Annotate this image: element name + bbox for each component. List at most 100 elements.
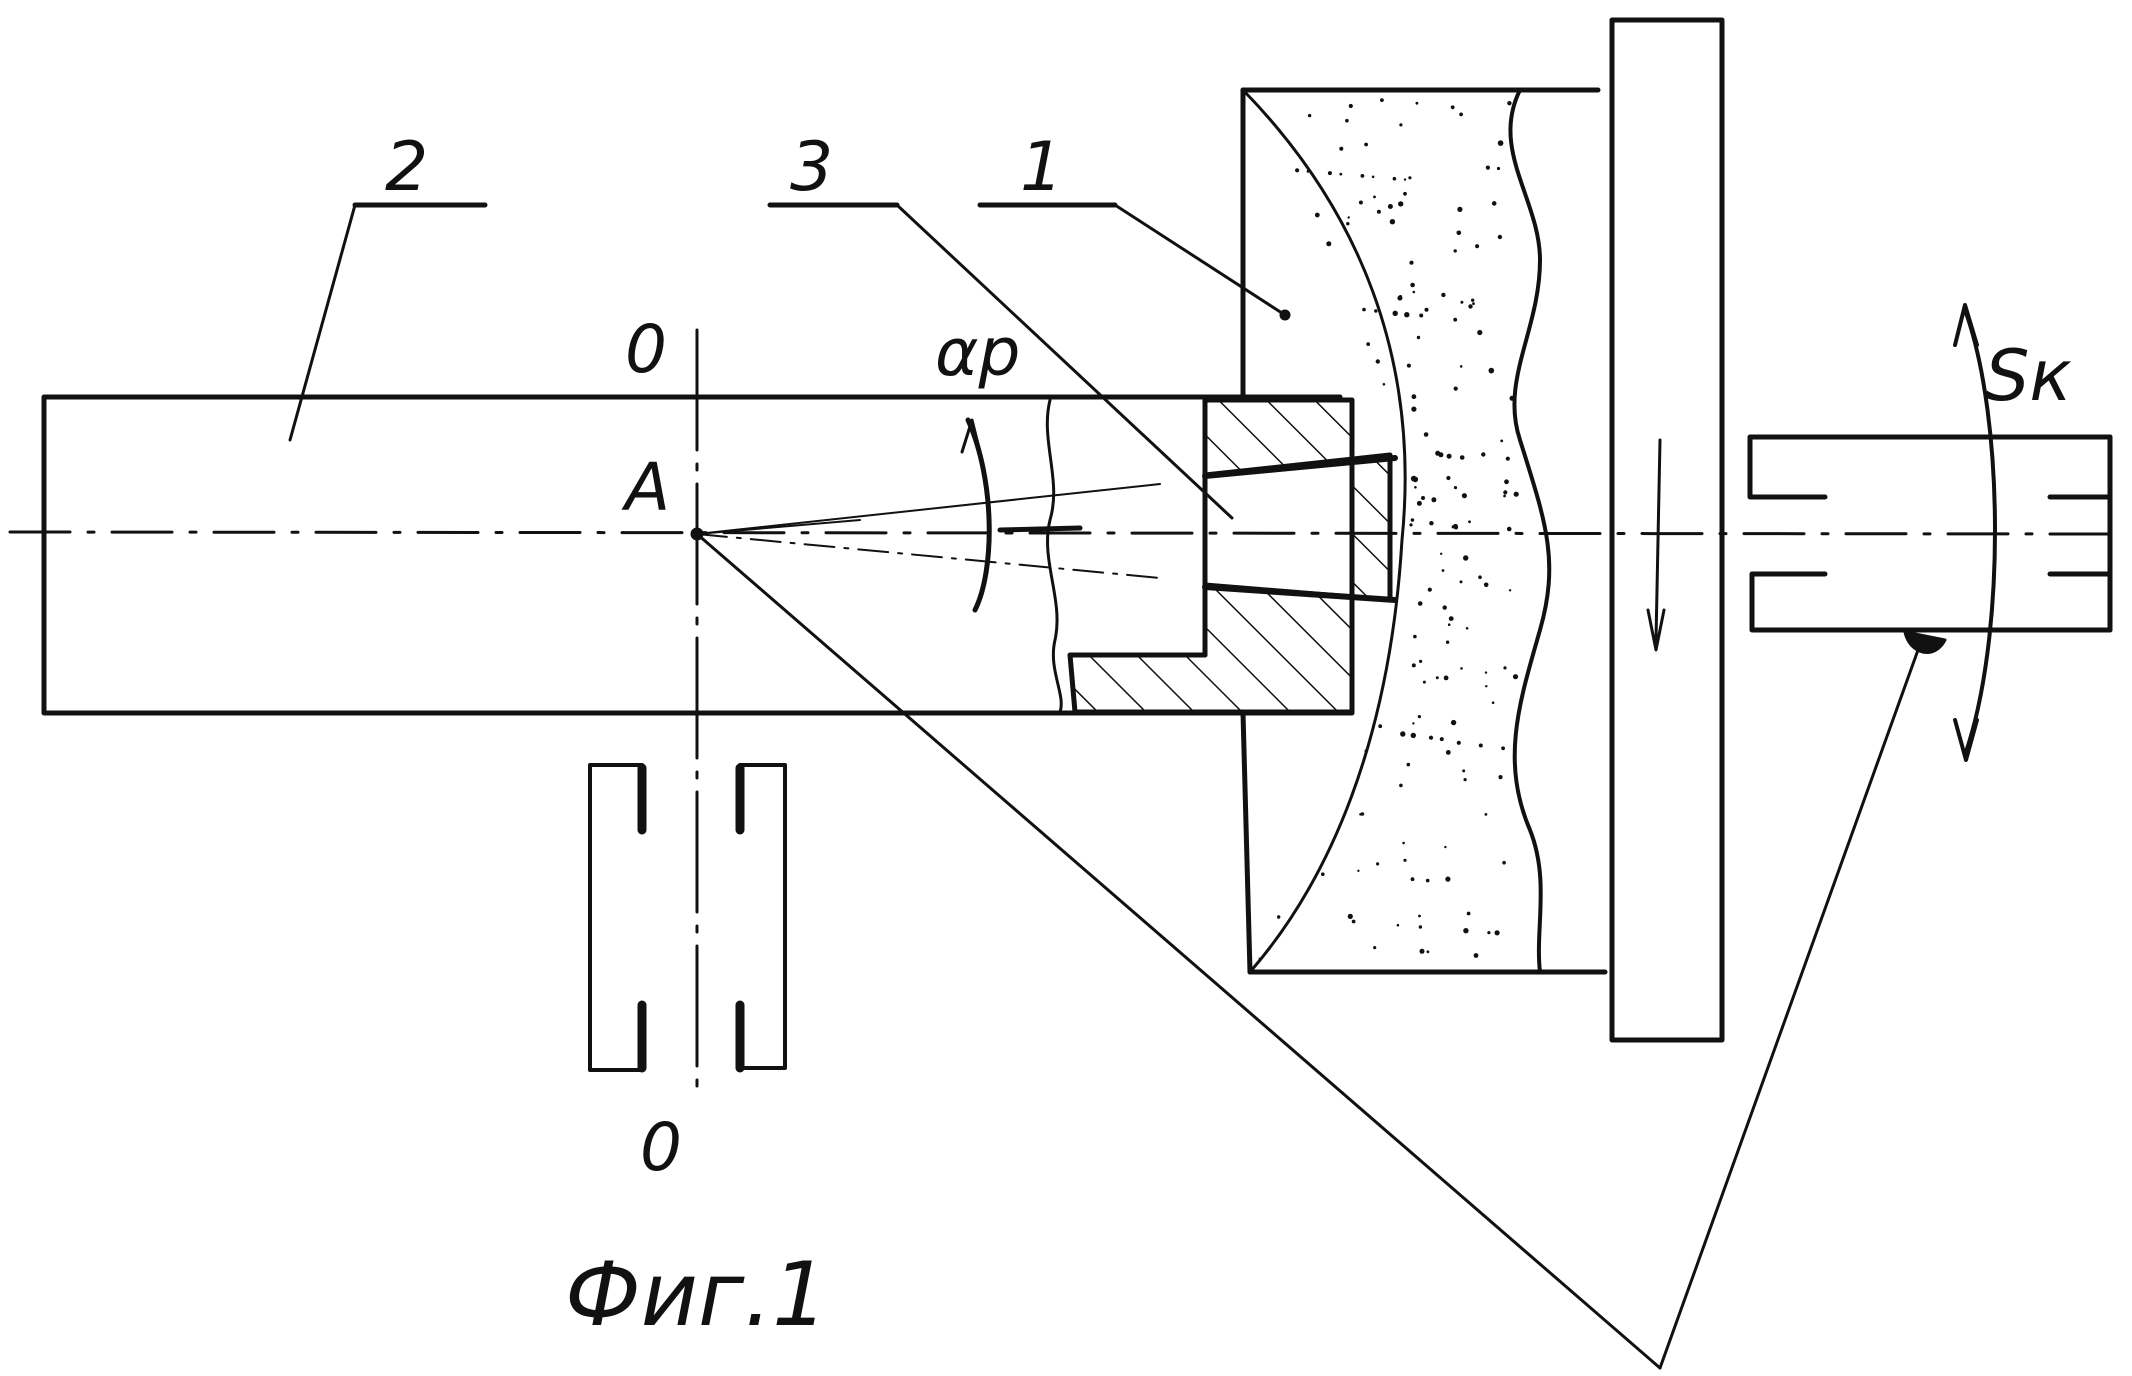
- grain-dot: [1503, 666, 1506, 669]
- grain-dot: [1428, 588, 1432, 592]
- grain-dot: [1464, 778, 1467, 781]
- grain-dot: [1420, 949, 1425, 954]
- grain-dot: [1277, 915, 1280, 918]
- grain-dot: [1417, 336, 1420, 339]
- grain-dot: [1457, 741, 1461, 745]
- grain-dot: [1423, 681, 1426, 684]
- grain-dot: [1390, 219, 1395, 224]
- grain-dot: [1418, 915, 1421, 918]
- grain-dot: [1404, 312, 1409, 317]
- construction-line-2: [1660, 650, 1918, 1368]
- grain-dot: [1485, 813, 1488, 816]
- grain-dot: [1404, 178, 1406, 180]
- grain-dot: [1376, 862, 1379, 865]
- grain-dot: [1440, 737, 1444, 741]
- leader-2: [290, 205, 355, 440]
- grain-dot: [1446, 476, 1450, 480]
- grain-dot: [1418, 601, 1423, 606]
- grain-dot: [1411, 733, 1416, 738]
- grain-dot: [1485, 685, 1487, 687]
- grain-dot: [1364, 143, 1368, 147]
- grain-dot: [1485, 671, 1487, 673]
- grain-dot: [1448, 623, 1451, 626]
- grain-dot: [1346, 222, 1349, 225]
- grain-dot: [1357, 870, 1359, 872]
- grain-dot: [1513, 674, 1518, 679]
- grain-dot: [1460, 301, 1463, 304]
- grain-dot: [1495, 930, 1500, 935]
- grain-dot: [1409, 523, 1412, 526]
- grain-dot: [1429, 521, 1433, 525]
- grain-dot: [1427, 950, 1430, 953]
- grain-dot: [1377, 210, 1381, 214]
- grain-dot: [1373, 196, 1376, 199]
- center-axis: [10, 532, 2110, 534]
- grain-dot: [1399, 123, 1402, 126]
- leader-1-dot: [1280, 310, 1290, 320]
- grain-dot: [1503, 490, 1507, 494]
- grain-dot: [1509, 589, 1511, 591]
- grain-dot: [1501, 746, 1505, 750]
- grain-dot: [1477, 330, 1482, 335]
- grain-dot: [1441, 293, 1445, 297]
- grain-dot: [1466, 627, 1469, 630]
- figure-caption: Фиг.1: [565, 1243, 828, 1346]
- grain-dot: [1361, 812, 1365, 816]
- grain-dot: [1475, 244, 1479, 248]
- grain-dot: [1380, 98, 1384, 102]
- grain-dot: [1451, 720, 1456, 725]
- grain-dot: [1454, 249, 1457, 252]
- grain-dot: [1446, 750, 1451, 755]
- grain-dot: [1409, 261, 1413, 265]
- leader-1: [1115, 205, 1285, 315]
- grain-dot: [1259, 958, 1261, 960]
- grain-dot: [1471, 299, 1474, 302]
- grain-dot: [1497, 167, 1500, 170]
- grain-dot: [1411, 518, 1415, 522]
- grain-dot: [1507, 101, 1511, 105]
- grain-dot: [1339, 147, 1343, 151]
- grain-dot: [1504, 479, 1509, 484]
- grain-dot: [1502, 861, 1506, 865]
- label-part-3: 3: [790, 128, 833, 207]
- grain-dot: [1514, 492, 1519, 497]
- grain-dot: [1398, 201, 1403, 206]
- grain-dot: [1460, 667, 1463, 670]
- grain-dot: [1349, 104, 1353, 108]
- grain-dot: [1481, 452, 1485, 456]
- grain-dot: [1431, 497, 1436, 502]
- grain-dot: [1472, 302, 1475, 305]
- grain-dot: [1443, 605, 1447, 609]
- grain-dot: [1403, 192, 1407, 196]
- hatched-section: [1070, 400, 1390, 712]
- cutaway-line-left: [1047, 400, 1061, 712]
- grain-dot: [1374, 309, 1377, 312]
- grain-dot: [1453, 318, 1457, 322]
- grain-dot: [1417, 501, 1422, 506]
- grain-dot: [1506, 457, 1510, 461]
- grain-dot: [1361, 174, 1365, 178]
- label-point-a: A: [621, 449, 670, 526]
- label-part-1: 1: [1020, 128, 1063, 207]
- grain-dot: [1489, 368, 1495, 374]
- grain-dot: [1424, 432, 1429, 437]
- grain-dot: [1411, 476, 1417, 482]
- pivot-point: [1905, 632, 1945, 652]
- grain-dot: [1492, 201, 1497, 206]
- label-axis-bottom: 0: [640, 1109, 682, 1186]
- grain-dot: [1419, 314, 1423, 318]
- grain-dot: [1366, 342, 1370, 346]
- grain-dot: [1402, 842, 1405, 845]
- grain-dot: [1400, 731, 1405, 736]
- grain-dot: [1407, 364, 1411, 368]
- grain-dot: [1442, 569, 1445, 572]
- grain-dot: [1446, 641, 1449, 644]
- grain-dot: [1445, 877, 1450, 882]
- grain-dot: [1474, 953, 1479, 958]
- grain-dot: [1410, 283, 1415, 288]
- grain-dot: [1393, 311, 1398, 316]
- grain-dot: [1454, 525, 1458, 529]
- grain-dot: [1460, 580, 1463, 583]
- spindle-flange: [1612, 20, 1722, 1040]
